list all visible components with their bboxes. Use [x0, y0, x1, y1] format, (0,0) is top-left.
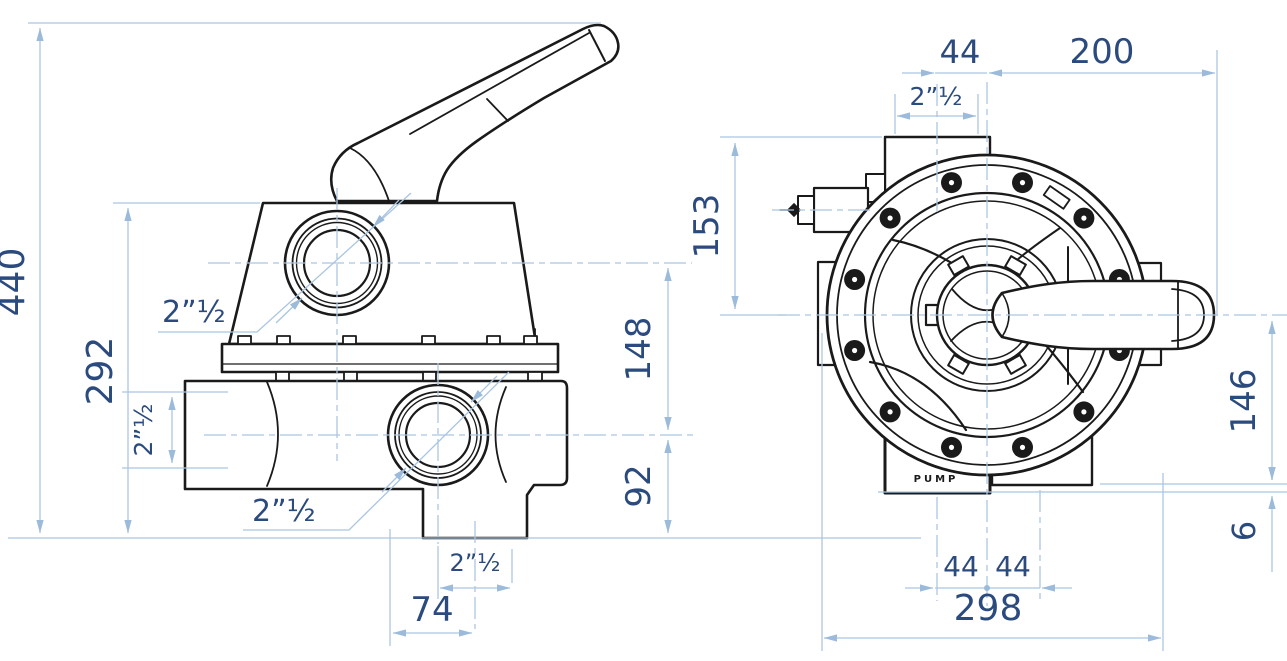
dim-center-to-bottom: 146	[1224, 369, 1264, 434]
dim-top-port-bore: 2”½	[162, 295, 226, 330]
dim-bottom-right-offset: 44	[995, 550, 1031, 583]
dim-bottom-port-bore: 2”½	[450, 549, 501, 577]
pump-label: PUMP	[914, 474, 959, 485]
valve-lid	[227, 201, 538, 346]
dim-top-port-bore-front: 2”½	[909, 82, 962, 111]
flange-bolts	[844, 172, 1130, 458]
dim-top-to-center: 153	[687, 194, 727, 259]
dim-body-height: 292	[80, 337, 121, 406]
dim-bottom-left-offset: 44	[943, 550, 979, 583]
dim-front-port-bore: 2”½	[252, 494, 316, 529]
dim-bottom-step: 6	[1225, 521, 1263, 541]
dim-overall-width: 298	[954, 588, 1023, 629]
dim-top-port-offset: 44	[940, 33, 981, 71]
flange-side	[220, 328, 560, 398]
dim-side-port-bore: 2”½	[129, 403, 158, 456]
side-view	[183, 23, 620, 540]
dim-bottom-offset: 74	[410, 590, 453, 630]
dim-bottom-port-height: 92	[619, 464, 659, 507]
front-view-dimensions: 44 200 2”½ 153 146 6 44 44 298	[687, 32, 1287, 651]
dim-handle-length: 200	[1070, 32, 1135, 72]
handle-side	[329, 23, 620, 203]
dim-port-spacing: 148	[619, 317, 659, 382]
dim-overall-height: 440	[0, 248, 33, 317]
side-view-dimensions: 440 292 148 92 2”½ 2”½ 2”½ 2”½ 74	[0, 22, 921, 646]
valve-body-side	[183, 379, 569, 540]
